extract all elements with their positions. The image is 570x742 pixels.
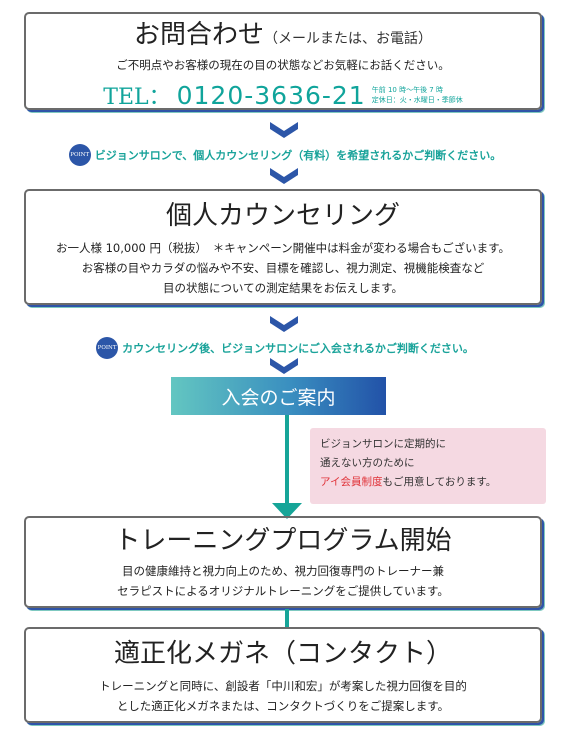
membership-note: ビジョンサロンに定期的に 通えない方のために アイ会員制度もご用意しております。 — [310, 428, 546, 504]
point-badge-icon: POINT — [96, 337, 119, 359]
contact-box: お問合わせ（メールまたは、お電話） ご不明点やお客様の現在の目の状態などお気軽に… — [24, 12, 542, 110]
point-badge-icon: POINT — [68, 144, 91, 166]
note-line-3-rest: もご用意しております。 — [382, 476, 497, 488]
flow-connector — [285, 609, 289, 627]
counseling-line-1: お一人様 10,000 円（税抜） ＊キャンペーン開催中は料金が変わる場合もござ… — [55, 241, 511, 256]
contact-title: お問合わせ — [133, 20, 264, 50]
training-line-2: セラピストによるオリジナルトレーニングをご提供しています。 — [117, 584, 449, 599]
note-line-1: ビジョンサロンに定期的に — [320, 438, 446, 450]
holidays-text: 定休日：火・水曜日・季節休 — [371, 96, 463, 105]
business-hours: 午前 10 時〜午後 7 時 定休日：火・水曜日・季節休 — [372, 85, 463, 105]
glasses-line-1: トレーニングと同時に、創設者「中川和宏」が考案した視力回復を目的 — [99, 679, 467, 694]
contact-title-sub: （メールまたは、お電話） — [264, 31, 432, 47]
point-row-2: POINT カウンセリング後、ビジョンサロンにご入会されるかご判断ください。 — [0, 337, 570, 359]
training-box: トレーニングプログラム開始 目の健康維持と視力向上のため、視力回復専門のトレーナ… — [24, 516, 542, 608]
glasses-line-2: とした適正化メガネまたは、コンタクトづくりをご提案します。 — [116, 699, 450, 714]
note-line-3: アイ会員制度もご用意しております。 — [320, 473, 536, 492]
contact-title-row: お問合わせ（メールまたは、お電話） — [26, 20, 540, 51]
counseling-title: 個人カウンセリング — [165, 201, 400, 231]
glasses-title: 適正化メガネ（コンタクト） — [113, 639, 452, 669]
chevron-down-icon — [270, 122, 298, 138]
arrow-down-icon — [272, 503, 302, 519]
tel-number[interactable]: 0120-3636-21 — [176, 80, 366, 110]
glasses-box: 適正化メガネ（コンタクト） トレーニングと同時に、創設者「中川和宏」が考案した視… — [24, 627, 542, 723]
join-banner: 入会のご案内 — [171, 377, 386, 415]
counseling-box: 個人カウンセリング お一人様 10,000 円（税抜） ＊キャンペーン開催中は料… — [24, 189, 542, 305]
counseling-line-3: 目の状態についての測定結果をお伝えします。 — [162, 281, 403, 296]
flow-line — [285, 415, 289, 505]
counseling-line-2: お客様の目やカラダの悩みや不安、目標を確認し、視力測定、視機能検査など — [81, 261, 485, 276]
eye-membership-highlight: アイ会員制度 — [320, 476, 383, 488]
hours-text: 午前 10 時〜午後 7 時 — [371, 86, 443, 95]
contact-description: ご不明点やお客様の現在の目の状態などお気軽にお話ください。 — [116, 58, 450, 73]
point-text-1: ビジョンサロンで、個人カウンセリング（有料）を希望されるかご判断ください。 — [94, 149, 502, 162]
chevron-down-icon — [270, 316, 298, 332]
point-text-2: カウンセリング後、ビジョンサロンにご入会されるかご判断ください。 — [122, 342, 474, 355]
training-title: トレーニングプログラム開始 — [114, 526, 452, 556]
tel-row: TEL： 0120-3636-21 午前 10 時〜午後 7 時 定休日：火・水… — [26, 79, 540, 111]
tel-prefix: TEL： — [103, 85, 171, 111]
training-line-1: 目の健康維持と視力向上のため、視力回復専門のトレーナー兼 — [122, 564, 444, 579]
chevron-down-icon — [270, 168, 298, 184]
point-row-1: POINT ビジョンサロンで、個人カウンセリング（有料）を希望されるかご判断くだ… — [0, 144, 570, 166]
note-line-2: 通えない方のために — [320, 457, 415, 469]
chevron-down-icon — [270, 358, 298, 374]
